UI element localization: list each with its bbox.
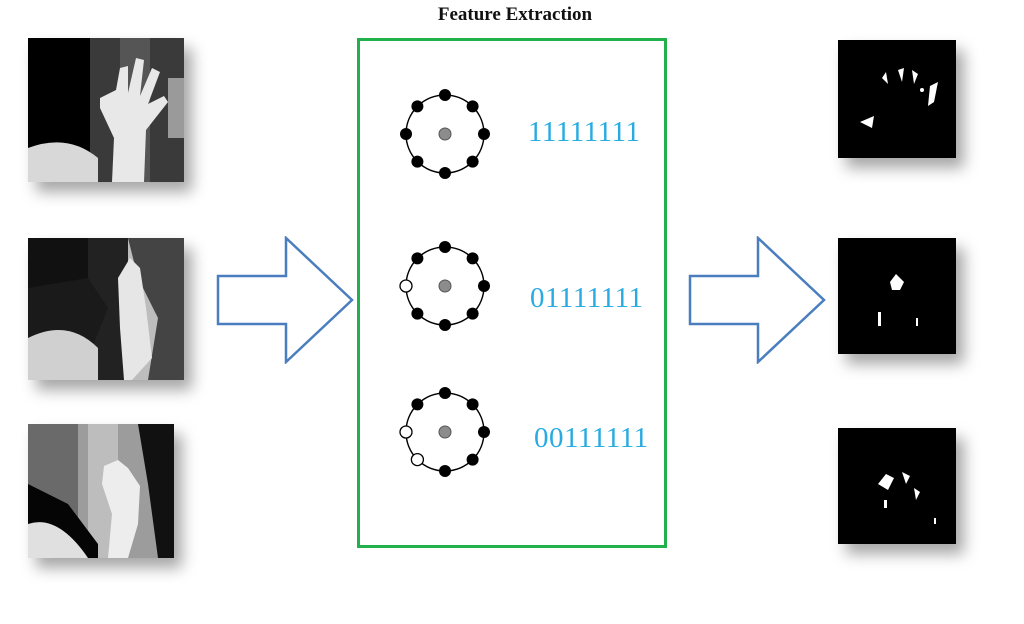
- diagram-title: Feature Extraction: [437, 4, 593, 25]
- right-arrow-outline-icon: [688, 236, 826, 364]
- lbp-circle-pattern-icon: [400, 89, 490, 179]
- input-depth-image-2: [28, 238, 184, 380]
- binary-code-1: 11111111: [528, 116, 641, 148]
- right-arrow-outline-icon: [216, 236, 354, 364]
- output-feature-image-1: [838, 40, 956, 158]
- feature-extraction-box: [357, 38, 667, 548]
- lbp-circle-pattern-icon: [399, 241, 490, 331]
- input-depth-image-1: [28, 38, 184, 182]
- input-depth-image-3: [28, 424, 174, 558]
- output-feature-image-2: [838, 238, 956, 354]
- output-feature-image-3: [838, 428, 956, 544]
- binary-code-3: 00111111: [534, 422, 649, 454]
- binary-code-2: 01111111: [530, 282, 644, 314]
- lbp-circle-pattern-icon: [399, 387, 490, 477]
